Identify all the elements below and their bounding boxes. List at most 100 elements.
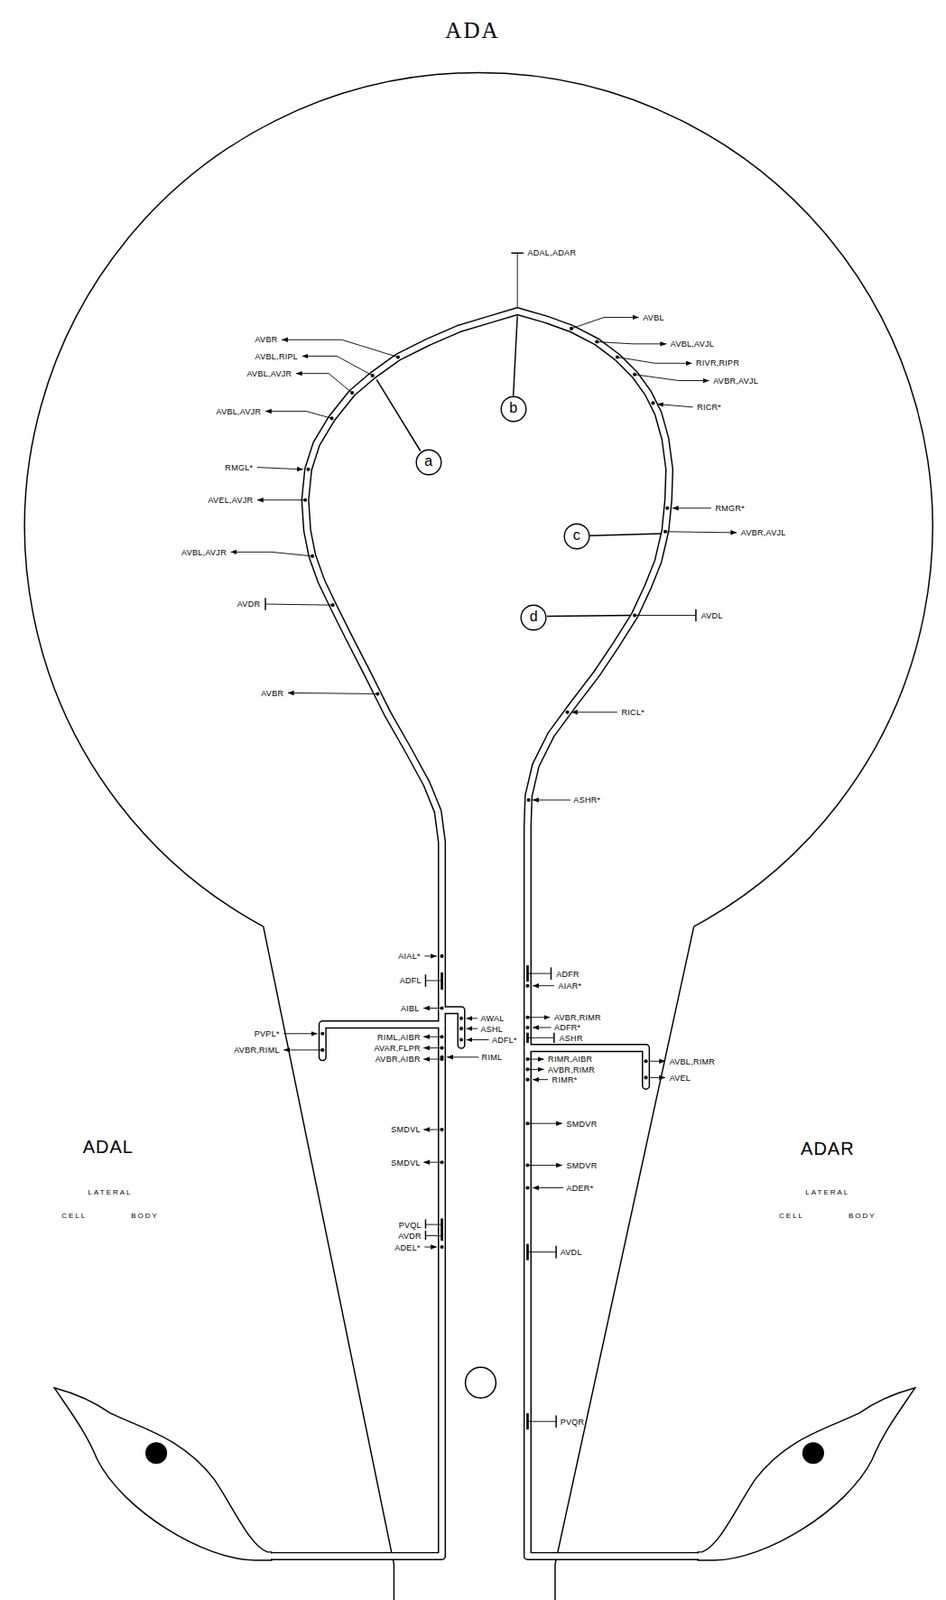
callout-letter: c — [563, 522, 591, 550]
process-outline — [442, 1010, 462, 1045]
synapse-dot — [439, 1046, 444, 1050]
synapse-partner: AVBL,RIPL — [255, 352, 299, 362]
synapse-arrow — [424, 955, 437, 956]
process-outline — [527, 1048, 646, 1086]
synapse-dot — [439, 1034, 444, 1039]
synapse-arrow — [283, 1048, 323, 1050]
synapse-partner: ADER* — [565, 1183, 594, 1193]
synapse-arrow — [423, 1129, 442, 1131]
gap-junction — [550, 966, 552, 980]
gap-junction — [527, 1420, 557, 1422]
synapse-partner: ADFL* — [491, 1035, 518, 1045]
synapse-partner: RIML,AIBR — [377, 1032, 421, 1042]
gap-junction — [425, 1234, 442, 1236]
synapse-dot — [459, 1038, 464, 1042]
synapse-arrow — [265, 410, 332, 418]
callout-letter: a — [415, 448, 443, 476]
synapse-dot — [525, 983, 529, 988]
gap-junction — [440, 1217, 444, 1241]
synapse-partner: AWAL — [480, 1013, 504, 1023]
synapse-dot — [350, 390, 354, 395]
synapse-dot — [665, 506, 669, 511]
synapse-dot — [663, 529, 668, 534]
synapse-arrow — [423, 1007, 442, 1009]
synapse-arrow — [423, 1161, 442, 1163]
synapse-dot — [594, 340, 599, 344]
synapse-arrow — [466, 1017, 478, 1019]
synapse-partner: RIMR* — [552, 1075, 578, 1085]
cell-body — [695, 1553, 699, 1559]
callout-leader — [376, 379, 421, 451]
process-outline — [267, 311, 518, 1557]
process-inner — [517, 311, 703, 1557]
synapse-partner: AVBR,RIMR — [554, 1012, 602, 1022]
synapse-dot — [439, 954, 444, 958]
synapse-dot — [396, 355, 400, 360]
gap-junction — [555, 1414, 557, 1428]
synapse-dot — [375, 691, 380, 696]
synapse-arrow — [649, 1076, 666, 1078]
synapse-partner: RICR* — [696, 402, 722, 412]
synapse-arrow — [257, 499, 306, 501]
synapse-partner: PVQR — [560, 1417, 585, 1427]
synapse-partner: RICL* — [621, 707, 645, 717]
callout-circle: d — [519, 603, 548, 631]
synapse-partner: AVBL,RIMR — [669, 1057, 716, 1067]
synapse-arrow — [617, 357, 692, 364]
synapse-arrow — [527, 1016, 550, 1018]
gap-junction — [425, 980, 442, 982]
cell-body — [146, 1442, 167, 1464]
synapse-arrow — [532, 1187, 564, 1188]
synapse-arrow — [571, 711, 618, 713]
synapse-dot — [644, 1058, 649, 1063]
synapse-partner: SMDVR — [565, 1160, 597, 1170]
gap-junction — [425, 1230, 427, 1240]
synapse-partner: AVDR — [237, 599, 261, 609]
synapse-partner: AVBL,AVJL — [670, 339, 715, 349]
synapse-partner: AVBR — [260, 688, 284, 698]
synapse-partner: ADFL — [399, 975, 422, 985]
synapse-dot — [525, 1057, 529, 1061]
callout-circle: c — [563, 522, 591, 550]
callout-circle: b — [500, 395, 528, 423]
process-inner — [442, 1010, 462, 1045]
cell-body — [697, 1387, 916, 1560]
body-outline — [465, 1366, 497, 1398]
process-inner — [527, 1048, 646, 1086]
cell-body — [269, 1553, 273, 1559]
synapse-arrow — [634, 374, 709, 381]
process-outline — [267, 311, 702, 1557]
gap-junction — [265, 603, 334, 605]
synapse-arrow — [672, 507, 712, 509]
cell-body — [54, 1387, 916, 1560]
synapse-dot — [370, 373, 375, 378]
synapse-partner: RMGL* — [224, 463, 253, 473]
synapse-partner: AIAL* — [398, 951, 421, 961]
synapse-dot — [439, 1244, 444, 1249]
gap-junction — [527, 973, 551, 974]
synapse-partner: AVBL — [642, 313, 665, 323]
synapse-arrow — [231, 316, 738, 1247]
synapse-arrow — [571, 316, 640, 328]
synapse-partner: AVBR — [254, 334, 278, 344]
gap-junction — [265, 252, 696, 1429]
synapse-partner: PVPL* — [254, 1029, 280, 1039]
synapse-arrow — [527, 1122, 562, 1124]
synapse-arrow — [527, 1058, 544, 1060]
diagram-title: ADA — [445, 18, 500, 44]
process-inner — [267, 311, 702, 1557]
synapse-arrow — [287, 692, 378, 694]
synapse-partner: AVBR,AVJL — [741, 528, 787, 538]
synapse-arrow — [466, 1028, 478, 1030]
callout-circle: a — [415, 448, 443, 476]
synapse-partner: ASHL — [480, 1024, 503, 1034]
synapse-partner: AVDR — [398, 1231, 422, 1241]
synapse-partner: RIVR,RIPR — [695, 358, 740, 368]
synapse-arrow — [532, 984, 555, 986]
gap-junction — [517, 252, 519, 309]
synapse-arrow — [423, 1047, 442, 1049]
gap-junction — [264, 597, 266, 611]
synapse-partner: AVBL,AVJR — [181, 547, 227, 557]
synapse-dot — [306, 467, 310, 472]
synapse-partner: ADEL* — [394, 1242, 421, 1253]
